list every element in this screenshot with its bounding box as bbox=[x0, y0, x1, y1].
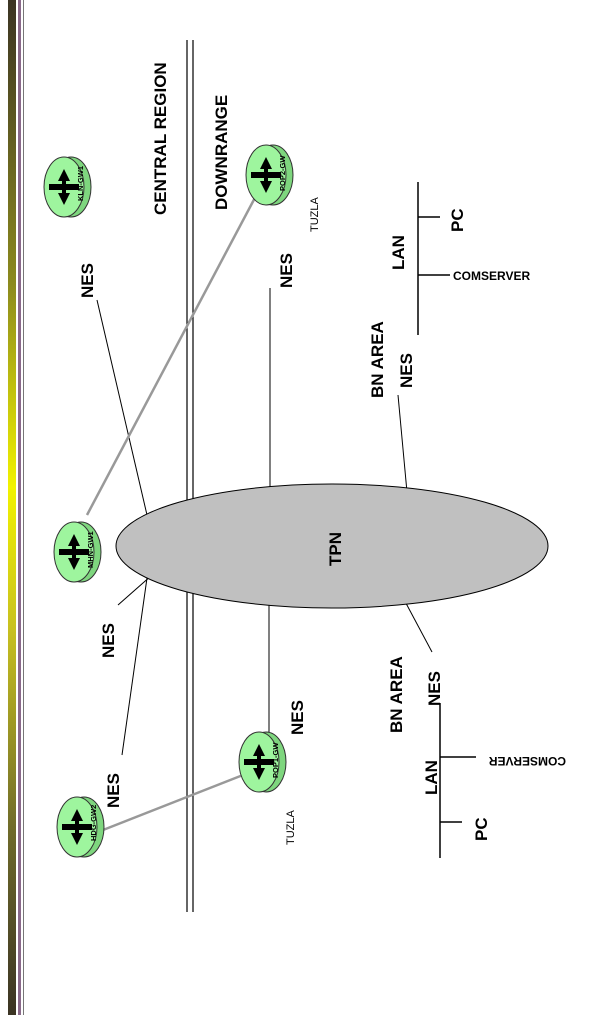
tpn-cloud: TPN bbox=[115, 483, 549, 609]
site-label-pop2: TUZLA bbox=[309, 197, 321, 233]
comserver-label-2: COMSERVER bbox=[489, 754, 566, 768]
router-label: HDG-GW2 bbox=[89, 805, 98, 841]
router-icon bbox=[244, 744, 274, 780]
router-label: POP2-GW bbox=[278, 155, 287, 191]
router-icon bbox=[62, 809, 92, 845]
nes-label-bn1: NES bbox=[397, 353, 416, 388]
nes-label-kln: NES bbox=[78, 263, 97, 298]
nes-label-hdg: NES bbox=[104, 773, 123, 808]
sidebar-decoration bbox=[8, 0, 24, 1015]
bn-area-label-1: BN AREA bbox=[368, 321, 387, 398]
link-kln-tpn bbox=[96, 299, 148, 516]
link-hdg-tpn bbox=[121, 577, 148, 756]
router-label: KLN-GW1 bbox=[76, 166, 85, 201]
nes-label-pop1: NES bbox=[288, 700, 307, 735]
tpn-label: TPN bbox=[326, 532, 345, 566]
nes-label-mhn: NES bbox=[99, 623, 118, 658]
router-pop1: POP1-GW bbox=[238, 731, 287, 793]
link-pop1-hdg bbox=[102, 773, 244, 832]
central-region-label: CENTRAL REGION bbox=[151, 62, 170, 215]
downrange-label: DOWNRANGE bbox=[212, 95, 231, 210]
router-icon bbox=[251, 157, 281, 193]
bn-lan-2: LAN PC COMSERVER bbox=[422, 703, 566, 858]
router-icon bbox=[49, 169, 79, 205]
bn-area-label-2: BN AREA bbox=[387, 656, 406, 733]
lan-label-2: LAN bbox=[422, 760, 441, 795]
router-kln: KLN-GW1 bbox=[43, 156, 92, 218]
nes-label-pop2: NES bbox=[277, 253, 296, 288]
bn-lan-1: LAN PC COMSERVER bbox=[389, 182, 530, 335]
router-mhn: MHN-GW1 bbox=[53, 521, 102, 583]
router-hdg: HDG-GW2 bbox=[56, 796, 105, 858]
nes-label-bn2: NES bbox=[425, 671, 444, 706]
pc-label-1: PC bbox=[448, 208, 467, 232]
link-pop2-mhn bbox=[85, 174, 269, 516]
lan-label-1: LAN bbox=[389, 235, 408, 270]
comserver-label-1: COMSERVER bbox=[453, 269, 530, 283]
router-label: MHN-GW1 bbox=[86, 531, 95, 568]
region-divider bbox=[186, 40, 194, 912]
router-icon bbox=[59, 534, 89, 570]
link-bn1-tpn bbox=[397, 394, 409, 504]
router-label: POP1-GW bbox=[271, 742, 280, 778]
router-pop2: POP2-GW bbox=[245, 144, 294, 206]
pc-label-2: PC bbox=[472, 817, 491, 841]
site-label-pop1: TUZLA bbox=[285, 810, 297, 846]
